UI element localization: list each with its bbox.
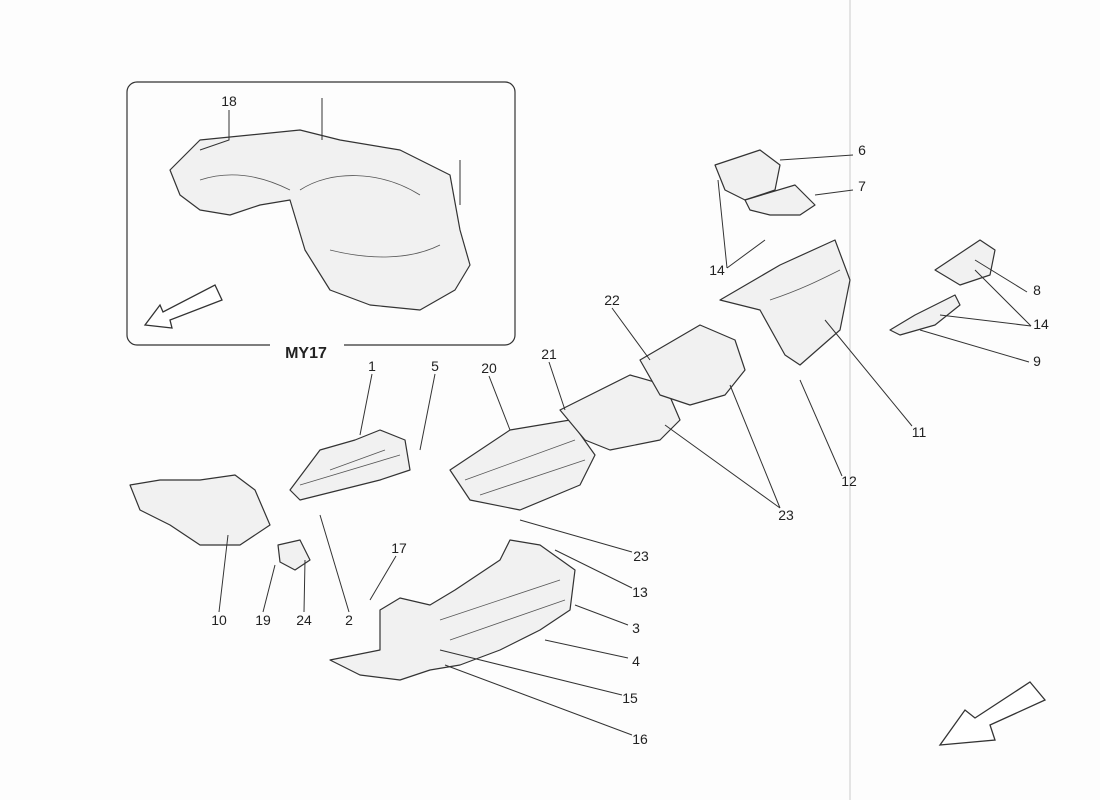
part-3-heat-shield	[329, 539, 576, 681]
callout-8: 8	[1033, 282, 1041, 298]
callout-10: 10	[211, 612, 227, 628]
part-7-bracket	[744, 184, 816, 216]
callout-11: 11	[912, 424, 927, 440]
part-1-heat-shield	[289, 429, 411, 501]
callout-19: 19	[255, 612, 271, 628]
leader-lines	[199, 110, 1032, 736]
callout-23: 23	[633, 548, 649, 564]
part-21-heat-shield	[559, 374, 681, 451]
callout-24: 24	[296, 612, 312, 628]
callout-3: 3	[632, 620, 640, 636]
part-9-bracket	[889, 294, 961, 336]
callout-22: 22	[604, 292, 620, 308]
part-6-bracket	[714, 149, 781, 201]
part-24-cover	[277, 539, 311, 571]
part-8-bracket	[934, 239, 996, 286]
callout-20: 20	[481, 360, 497, 376]
part-10-heat-shield	[129, 474, 271, 546]
callout-21: 21	[541, 346, 557, 362]
part-11-heat-shield	[719, 239, 851, 366]
inset-label: MY17	[285, 345, 327, 362]
callout-18: 18	[221, 93, 237, 109]
callout-1: 1	[368, 358, 376, 374]
callout-14: 14	[709, 262, 725, 278]
part-20-heat-shield	[449, 419, 596, 511]
callout-13: 13	[632, 584, 648, 600]
callout-7: 7	[858, 178, 866, 194]
callouts: 18 1 5 20 21 22 6 7 14 8 14 9 11 12 23 2…	[211, 93, 1049, 747]
inset-label-bg	[270, 342, 344, 352]
callout-12: 12	[841, 473, 857, 489]
callout-4: 4	[632, 653, 640, 669]
callout-16: 16	[632, 731, 648, 747]
direction-arrow-icon	[143, 284, 223, 329]
callout-2: 2	[345, 612, 353, 628]
callout-17: 17	[391, 540, 407, 556]
callout-14: 14	[1033, 316, 1049, 332]
callout-6: 6	[858, 142, 866, 158]
callout-23: 23	[778, 507, 794, 523]
callout-15: 15	[622, 690, 638, 706]
callout-5: 5	[431, 358, 439, 374]
callout-9: 9	[1033, 353, 1041, 369]
part-18-heat-shield-my17	[169, 98, 471, 311]
direction-arrow-icon	[938, 681, 1047, 746]
part-22-heat-shield	[639, 324, 746, 406]
